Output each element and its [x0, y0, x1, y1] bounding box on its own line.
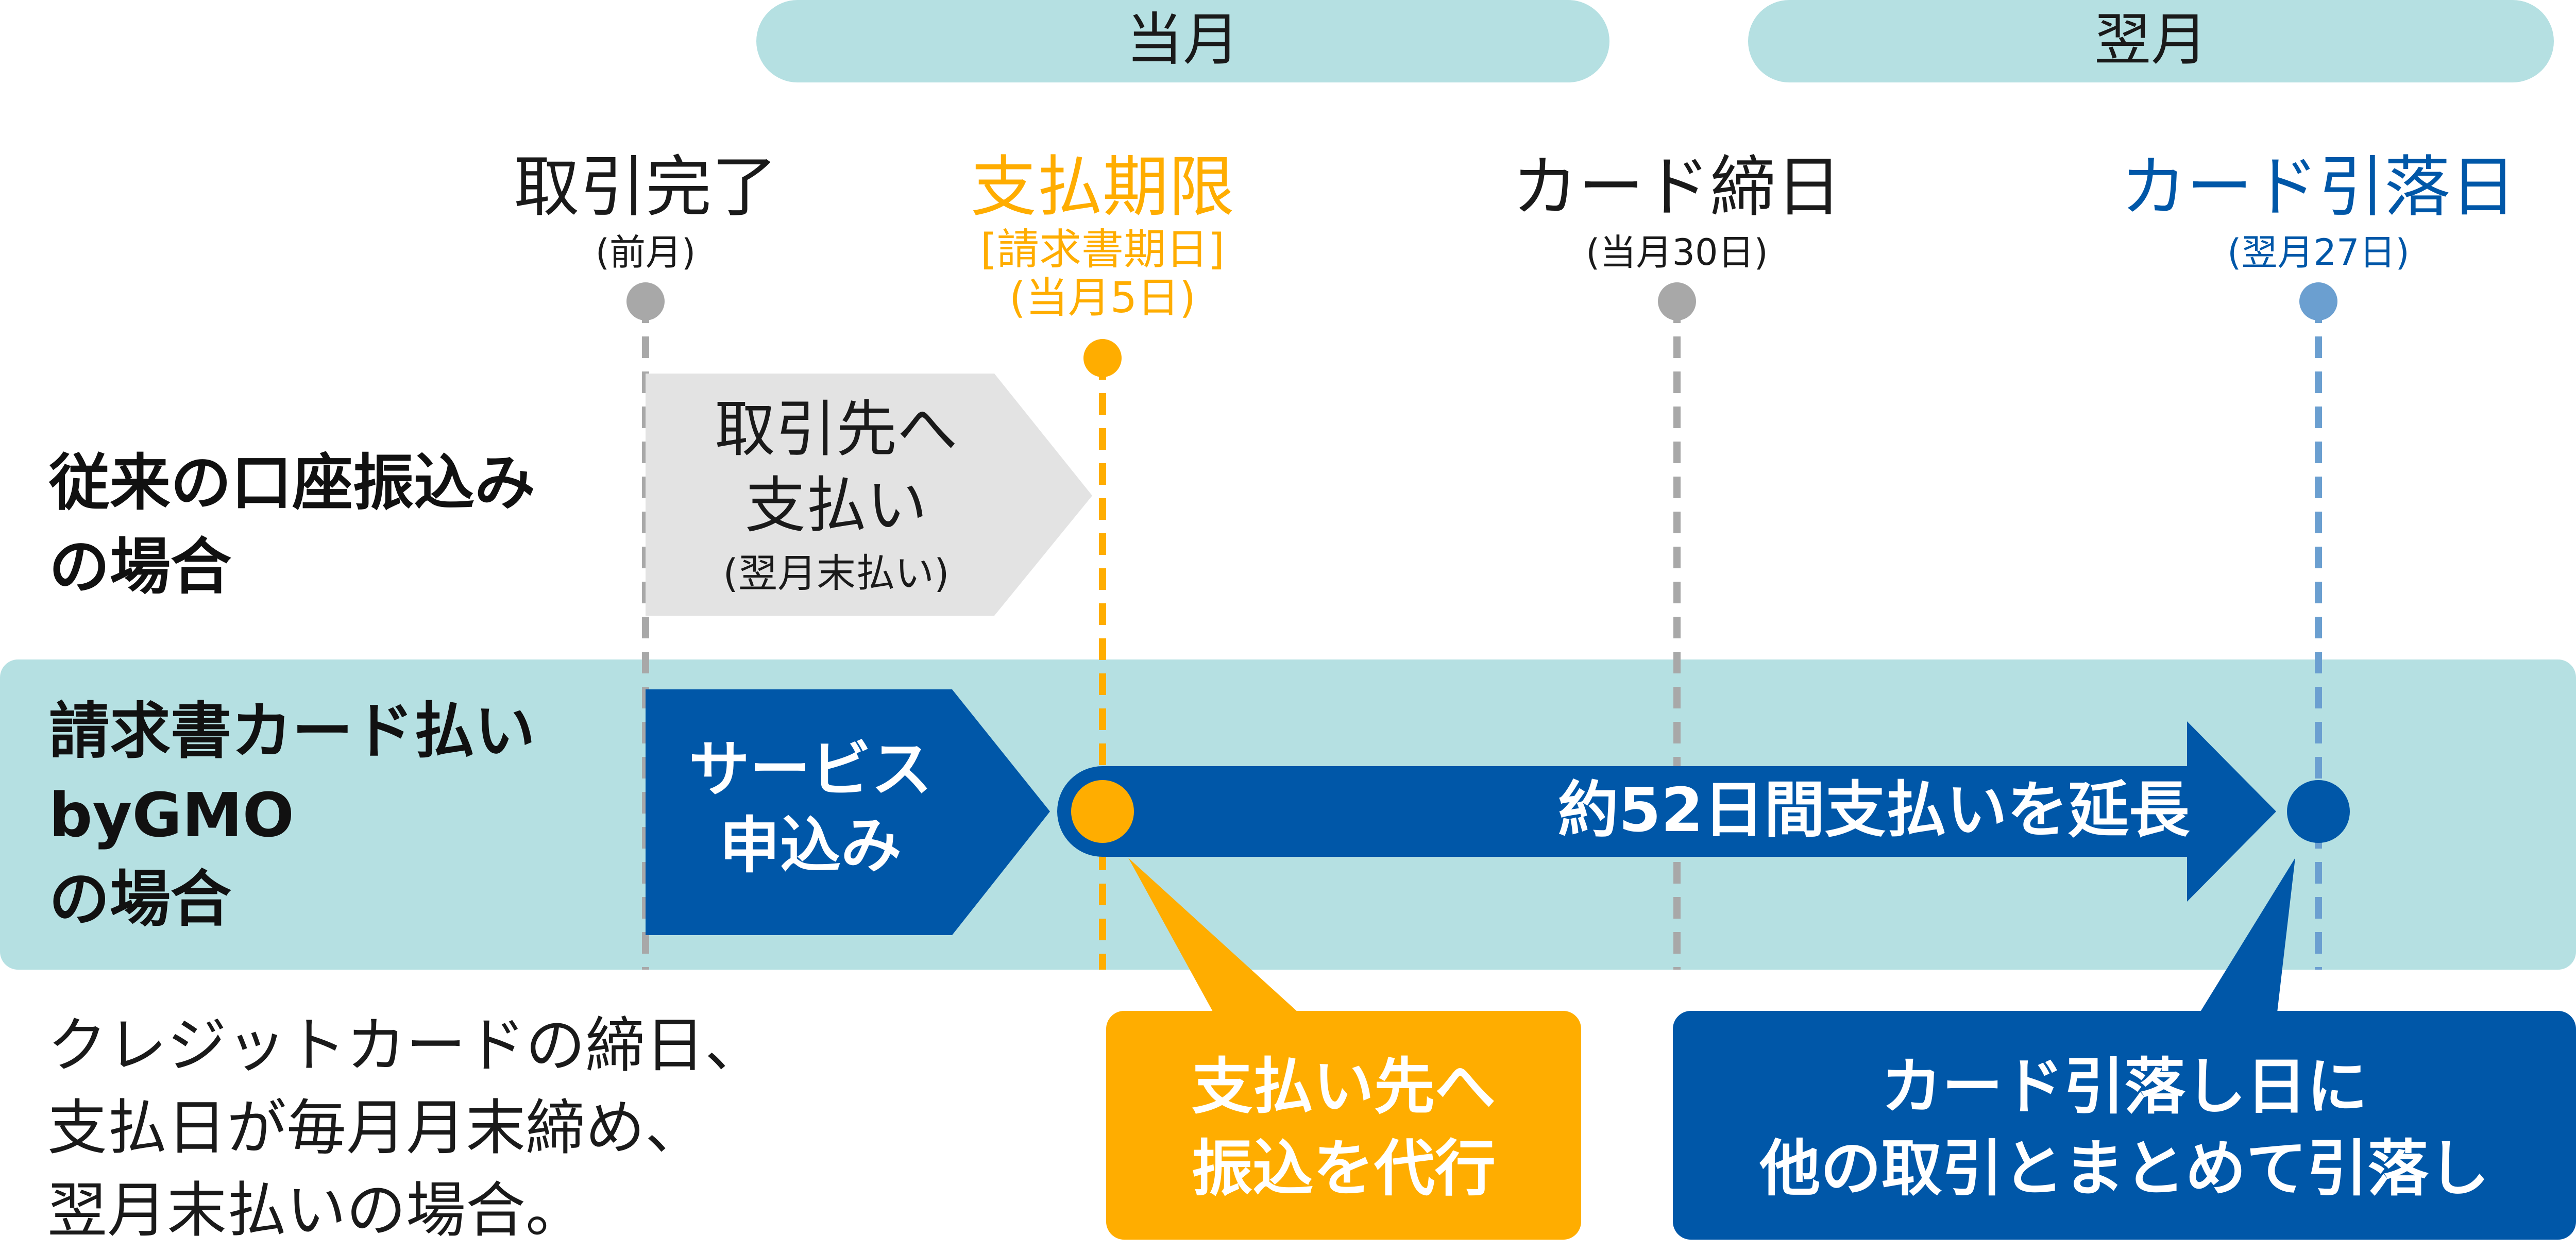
milestone-card-debit: カード引落日 (翌月27日)	[2092, 155, 2545, 274]
month-label-next: 翌月	[2094, 7, 2208, 73]
milestone-sub: (翌月27日)	[2227, 231, 2410, 274]
conventional-payment-text: 取引先へ 支払い (翌月末払い)	[646, 392, 1027, 598]
callout-line: カード引落し日に	[1881, 1051, 2368, 1122]
box-text-line: 申込み	[719, 809, 902, 881]
arrow-start-dot	[1071, 780, 1134, 843]
orange-callout-text: 支払い先へ 振込を代行	[1106, 1046, 1581, 1210]
box-text-line: (翌月末払い)	[723, 550, 950, 596]
milestone-title: カード締日	[1512, 149, 1842, 226]
milestone-sub: [請求書期日]	[980, 225, 1225, 274]
blue-callout-box	[1673, 1011, 2576, 1240]
box-text-line: 取引先へ	[714, 394, 958, 465]
row-label-line: 請求書カード払い	[49, 696, 536, 767]
row-label-invoice-card: 請求書カード払い byGMO の場合	[49, 689, 535, 941]
month-pill-current	[756, 0, 1609, 82]
service-application-chevron	[646, 689, 1050, 935]
blue-callout-pointer	[2200, 858, 2295, 1012]
milestone-title: 支払期限	[970, 149, 1234, 226]
milestone-dot-transaction	[626, 282, 665, 320]
arrow-end-dot	[2287, 780, 2350, 843]
milestone-transaction-complete: 取引完了 (前月)	[464, 155, 827, 274]
milestone-dot-card-debit	[2299, 282, 2337, 320]
milestone-payment-due: 支払期限 [請求書期日] (当月5日)	[922, 155, 1283, 323]
orange-callout-pointer	[1128, 858, 1298, 1012]
milestone-sub: (当月5日)	[1009, 274, 1196, 323]
milestone-title: カード引落日	[2120, 149, 2516, 226]
callout-line: 他の取引とまとめて引落し	[1759, 1133, 2489, 1205]
footnote-line: 支払日が毎月月末締め、	[47, 1093, 705, 1163]
footnote: クレジットカードの締日、 支払日が毎月月末締め、 翌月末払いの場合。	[47, 1005, 765, 1252]
callout-line: 振込を代行	[1191, 1133, 1496, 1205]
milestone-card-closing: カード締日 (当月30日)	[1473, 155, 1880, 274]
row-label-line: の場合	[49, 863, 232, 935]
extension-arrow-text: 約52日間支払いを延長	[1557, 774, 2190, 845]
month-label-current: 当月	[1126, 7, 1240, 73]
callout-line: 支払い先へ	[1191, 1051, 1496, 1122]
footnote-line: 翌月末払いの場合。	[47, 1176, 585, 1246]
conventional-payment-chevron	[646, 374, 1092, 616]
extension-arrow	[1057, 721, 2276, 902]
footnote-line: クレジットカードの締日、	[47, 1011, 765, 1080]
milestone-title: 取引完了	[513, 149, 777, 226]
blue-callout-text: カード引落し日に 他の取引とまとめて引落し	[1673, 1046, 2576, 1210]
milestone-sub: (当月30日)	[1586, 231, 1768, 274]
row-label-line: byGMO	[49, 779, 294, 851]
box-text-line: サービス	[688, 734, 932, 805]
orange-callout-box	[1106, 1011, 1581, 1240]
row-label-line: の場合	[49, 531, 232, 602]
row-label-conventional: 従来の口座振込み の場合	[49, 441, 535, 609]
box-text-line: 支払い	[744, 469, 927, 541]
milestone-sub: (前月)	[595, 231, 696, 274]
row-label-line: 従来の口座振込み	[49, 447, 536, 518]
milestone-dot-payment-due	[1083, 339, 1122, 377]
service-application-text: サービス 申込み	[646, 732, 975, 884]
month-pill-next	[1748, 0, 2554, 82]
milestone-dot-card-close	[1658, 282, 1696, 320]
